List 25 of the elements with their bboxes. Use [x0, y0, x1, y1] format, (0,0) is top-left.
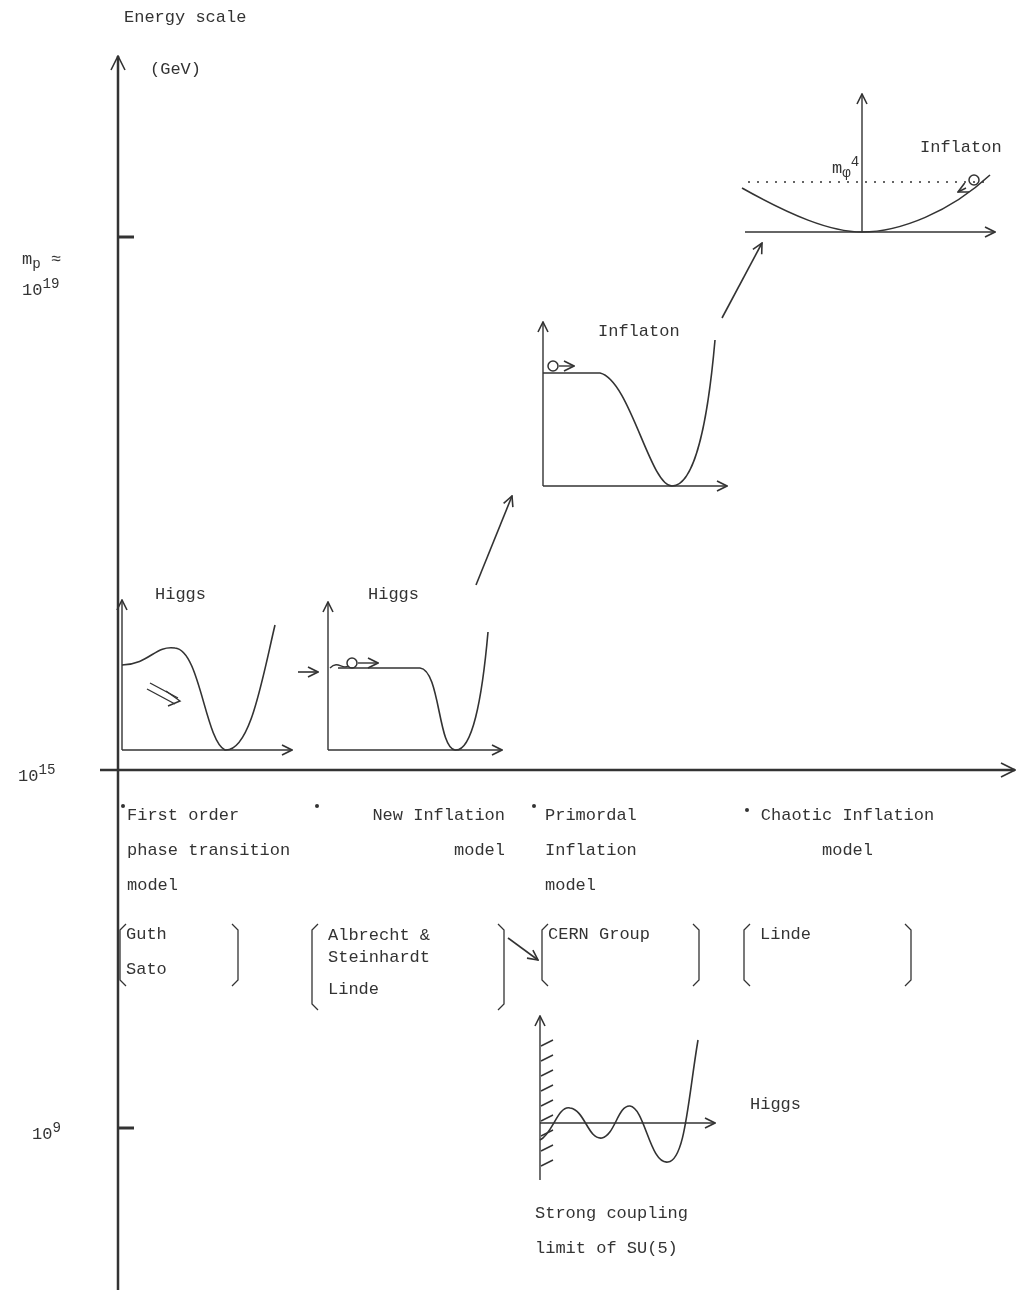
tick-label: m$_{p}$ ≈ 10$^{19}$: [22, 250, 63, 302]
author-name: CERN Group: [548, 925, 651, 945]
field-label: Higgs: [750, 1095, 801, 1115]
author-name: Guth: [126, 925, 167, 945]
field-label: Higgs: [368, 585, 419, 605]
arrow: [297, 666, 319, 678]
field-label: Inflaton: [598, 322, 680, 342]
tick-label: 10$^{9}$: [32, 1119, 61, 1145]
author-name: Linde: [760, 925, 811, 945]
arrow: [721, 242, 763, 319]
author-name: Sato: [126, 960, 167, 980]
axis-title: Energy scale: [124, 8, 247, 28]
model-name: New Inflation model: [371, 805, 505, 862]
field-label: Inflaton: [920, 138, 1002, 158]
tick-label: 10$^{15}$: [18, 761, 56, 787]
plot-label: Strong coupling limit of SU(5): [535, 1203, 690, 1260]
arrow: [507, 937, 539, 961]
axis-unit: (GeV): [150, 60, 201, 80]
model-name: Chaotic Inflation model: [759, 805, 936, 862]
model-name: Primordal Inflation model: [545, 805, 638, 897]
arrow: [475, 495, 514, 586]
field-label: Higgs: [155, 585, 206, 605]
author-name: Linde: [328, 980, 379, 1000]
model-name: First order phase transition model: [127, 805, 292, 897]
author-name: Albrecht & Steinhardt: [328, 925, 432, 969]
